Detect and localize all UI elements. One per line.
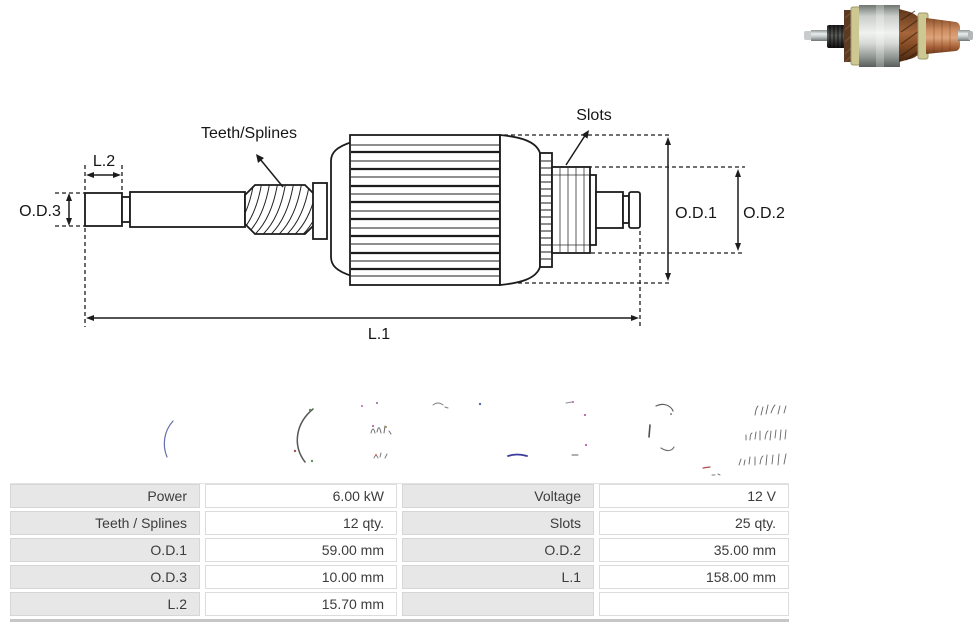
spec-value: 25 qty. <box>599 511 789 535</box>
label-l2: L.2 <box>93 153 115 170</box>
armature-photo-shaft-left <box>804 30 829 41</box>
spec-label: L.2 <box>10 592 200 616</box>
spec-label: Teeth / Splines <box>10 511 200 535</box>
label-teeth-splines: Teeth/Splines <box>201 125 297 142</box>
erased-watermark-fragments <box>163 401 787 476</box>
armature-photo-commutator <box>926 18 960 54</box>
label-l1: L.1 <box>368 326 390 343</box>
armature-drawing <box>84 134 641 286</box>
winding-end-left <box>330 140 353 278</box>
armature-photo-winding-left <box>844 10 854 63</box>
product-photo[interactable] <box>798 4 974 68</box>
spec-label: O.D.1 <box>10 538 200 562</box>
spec-label: O.D.3 <box>10 565 200 589</box>
label-od1: O.D.1 <box>675 205 717 222</box>
armature-photo-spline <box>827 25 847 48</box>
armature-photo-core <box>859 5 900 67</box>
armature-photo-shaft-right <box>958 30 973 41</box>
spec-label: Power <box>10 484 200 508</box>
spec-label: O.D.2 <box>402 538 594 562</box>
armature-photo-winding-right <box>899 9 920 62</box>
armature-dimension-diagram: O.D.3 L.2 Teeth/Splines Slots O.D.1 O.D.… <box>19 107 785 343</box>
winding-end-right <box>499 134 541 286</box>
spec-value: 158.00 mm <box>599 565 789 589</box>
spec-value: 35.00 mm <box>599 538 789 562</box>
spec-label: Slots <box>402 511 594 535</box>
armature-core <box>349 134 501 286</box>
spec-value: 12 V <box>599 484 789 508</box>
spec-label: L.1 <box>402 565 594 589</box>
spec-value <box>599 592 789 616</box>
spec-value: 6.00 kW <box>205 484 397 508</box>
label-od2: O.D.2 <box>743 205 785 222</box>
label-od3: O.D.3 <box>19 203 61 220</box>
dimension-arrows <box>66 130 741 321</box>
spline-gear <box>244 184 316 235</box>
spec-value: 12 qty. <box>205 511 397 535</box>
spec-value: 59.00 mm <box>205 538 397 562</box>
spec-value: 10.00 mm <box>205 565 397 589</box>
label-slots: Slots <box>576 107 612 124</box>
spec-value: 15.70 mm <box>205 592 397 616</box>
spec-label <box>402 592 594 616</box>
spec-label: Voltage <box>402 484 594 508</box>
